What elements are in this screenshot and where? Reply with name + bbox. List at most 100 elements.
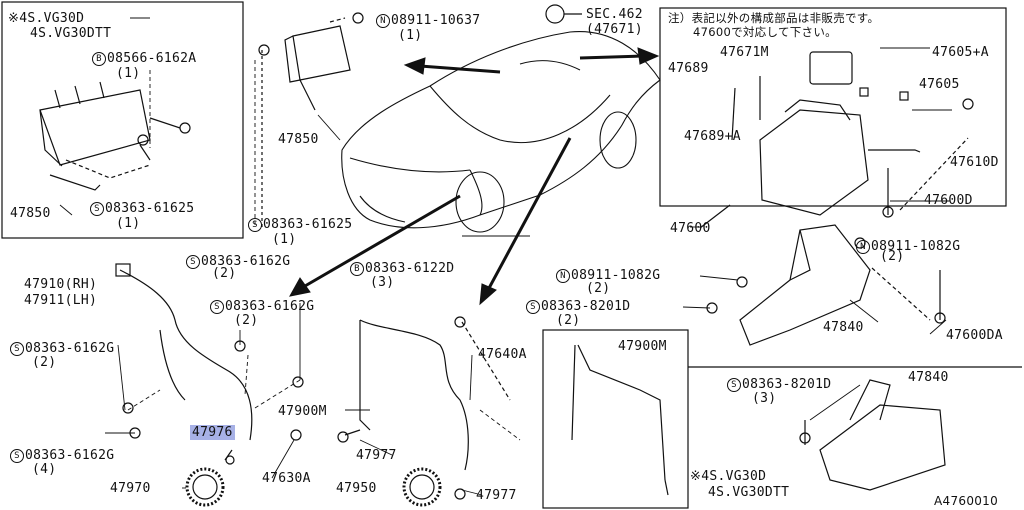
part-number: 08363-61625 bbox=[263, 217, 353, 232]
label-qty: (1) bbox=[398, 28, 423, 43]
label-47950: 47950 bbox=[336, 481, 377, 496]
abs-module-left bbox=[39, 81, 181, 191]
fasteners bbox=[122, 12, 974, 500]
label-vg30d-star: ※4S.VG30D bbox=[8, 11, 85, 26]
label-47850-left: 47850 bbox=[10, 206, 51, 221]
label-47600da: 47600DA bbox=[946, 328, 1003, 343]
note-line-1: 注）表記以外の構成部品は非販売です。 bbox=[668, 11, 880, 25]
part-number: 08363-61625 bbox=[105, 201, 195, 216]
dashed-fastener-lines bbox=[127, 60, 521, 441]
car-outline bbox=[341, 30, 661, 233]
label-47689a: 47689+A bbox=[684, 129, 741, 144]
part-number: 08911-1082G bbox=[871, 239, 961, 254]
screw-circle-icon: S bbox=[10, 449, 24, 463]
label-vg30dtt: 4S.VG30DTT bbox=[30, 26, 112, 41]
nut-circle-icon: N bbox=[556, 269, 570, 283]
part-number: 08363-6162G bbox=[225, 299, 315, 314]
nut-circle-icon: N bbox=[856, 240, 870, 254]
direction-arrows bbox=[289, 47, 660, 306]
label-47630a: 47630A bbox=[262, 471, 311, 486]
label-47970: 47970 bbox=[110, 481, 151, 496]
screw-circle-icon: S bbox=[727, 378, 741, 392]
label-vg30d-lower: ※4S.VG30D bbox=[690, 469, 767, 484]
screw-circle-icon: S bbox=[526, 300, 540, 314]
part-number: 08363-6162G bbox=[25, 341, 115, 356]
label-qty: (3) bbox=[370, 275, 395, 290]
screw-circle-icon: S bbox=[186, 255, 200, 269]
label-47900m: 47900M bbox=[278, 404, 327, 419]
label-qty: (1) bbox=[272, 232, 297, 247]
label-47610d: 47610D bbox=[950, 155, 999, 170]
label-qty: (2) bbox=[586, 281, 611, 296]
part-number: 08911-10637 bbox=[391, 13, 481, 28]
label-47671m: 47671M bbox=[720, 45, 769, 60]
bracket-47840 bbox=[739, 224, 941, 346]
label-47977-b: 47977 bbox=[476, 488, 517, 503]
label-qty: (2) bbox=[880, 249, 905, 264]
control-unit-47850 bbox=[261, 17, 351, 230]
sensor-harness-inset bbox=[571, 344, 669, 496]
label-qty: (2) bbox=[556, 313, 581, 328]
label-47976: 47976 bbox=[190, 425, 235, 440]
screw-circle-icon: S bbox=[210, 300, 224, 314]
note-line-2: 47600で対応して下さい。 bbox=[693, 25, 837, 39]
label-qty: (2) bbox=[234, 313, 259, 328]
label-47910-rh: 47910(RH) bbox=[24, 277, 98, 292]
nut-circle-icon: N bbox=[376, 14, 390, 28]
inset-box-vg30d bbox=[1, 1, 244, 239]
label-47689: 47689 bbox=[668, 61, 709, 76]
label-qty: (3) bbox=[752, 391, 777, 406]
diagram-reference-code: A4760010 bbox=[934, 494, 999, 508]
inset-box-47900m bbox=[542, 329, 689, 509]
sensor-sec462 bbox=[545, 4, 582, 24]
label-47900m-inset: 47900M bbox=[618, 339, 667, 354]
part-number: 08363-6162G bbox=[25, 448, 115, 463]
label-47840: 47840 bbox=[823, 320, 864, 335]
label-47850-mid: 47850 bbox=[278, 132, 319, 147]
screw-circle-icon: S bbox=[90, 202, 104, 216]
part-number: 08363-8201D bbox=[541, 299, 631, 314]
part-number: 08363-6162G bbox=[201, 254, 291, 269]
bracket-47840-lower bbox=[804, 379, 946, 491]
label-qty: (1) bbox=[116, 66, 141, 81]
screw-circle-icon: S bbox=[248, 218, 262, 232]
label-47600d: 47600D bbox=[924, 193, 973, 208]
part-number: 08363-6122D bbox=[365, 261, 455, 276]
label-qty: (2) bbox=[32, 355, 57, 370]
label-47671-ref: (47671) bbox=[586, 22, 643, 37]
sensor-rotor-47950 bbox=[402, 467, 442, 507]
bolt-circle-icon: B bbox=[92, 52, 106, 66]
label-qty: (1) bbox=[116, 216, 141, 231]
part-number: 08566-6162A bbox=[107, 51, 197, 66]
part-number: 08363-8201D bbox=[742, 377, 832, 392]
highlighted-part-number: 47976 bbox=[190, 425, 235, 440]
label-47640a: 47640A bbox=[478, 347, 527, 362]
label-sec462: SEC.462 bbox=[586, 7, 643, 22]
label-47840-lower: 47840 bbox=[908, 370, 949, 385]
label-47605: 47605 bbox=[919, 77, 960, 92]
bolt-circle-icon: B bbox=[350, 262, 364, 276]
part-number: 08911-1082G bbox=[571, 268, 661, 283]
label-47605a: 47605+A bbox=[932, 45, 989, 60]
screw-circle-icon: S bbox=[10, 342, 24, 356]
label-vg30dtt-lower: 4S.VG30DTT bbox=[708, 485, 790, 500]
label-qty: (2) bbox=[212, 266, 237, 281]
label-47600: 47600 bbox=[670, 221, 711, 236]
label-47911-lh: 47911(LH) bbox=[24, 293, 98, 308]
label-qty: (4) bbox=[32, 462, 57, 477]
